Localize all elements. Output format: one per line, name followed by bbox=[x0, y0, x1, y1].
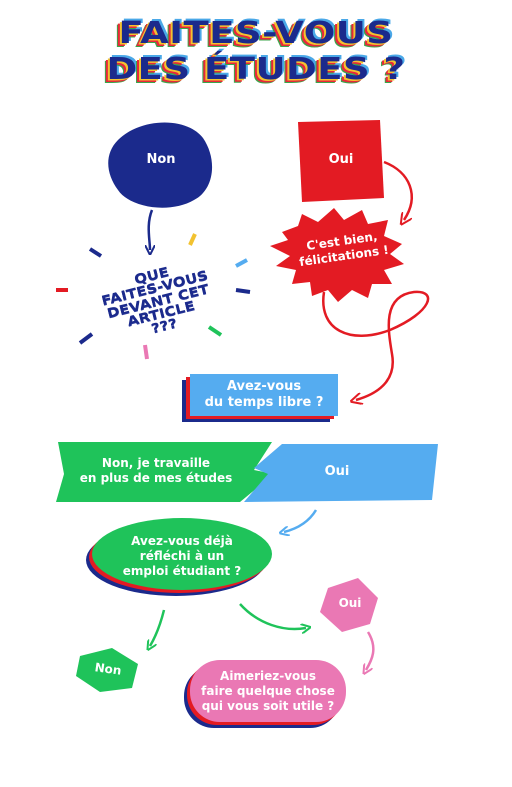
utile-line-1: Aimeriez-vous bbox=[220, 669, 316, 683]
emploi-line-2: réfléchi à un bbox=[139, 549, 225, 563]
arrow-emploi-to-non bbox=[150, 609, 166, 646]
emploi-text: Avez-vous déjà réfléchi à un emploi étud… bbox=[112, 534, 252, 579]
oui-middle-banner bbox=[244, 444, 438, 502]
utile-pill bbox=[190, 660, 346, 722]
travaille-line-2: en plus de mes études bbox=[79, 471, 233, 485]
emploi-line-1: Avez-vous déjà bbox=[131, 534, 233, 548]
travaille-parallelogram bbox=[56, 442, 274, 502]
oui-pink-hexagon bbox=[320, 578, 378, 632]
temps-libre-text: Avez-vous du temps libre ? bbox=[190, 379, 338, 412]
title-line-1: FAITES-VOUS bbox=[118, 14, 394, 51]
utile-line-3: qui vous soit utile ? bbox=[201, 699, 335, 713]
temps-libre-line-1: Avez-vous bbox=[226, 379, 302, 394]
arrow-non-to-question bbox=[149, 209, 152, 250]
oui-top-label: Oui bbox=[328, 152, 354, 167]
emploi-line-3: emploi étudiant ? bbox=[122, 564, 242, 578]
emploi-ellipse bbox=[92, 518, 272, 590]
dash-6 bbox=[78, 332, 94, 345]
felicitations-burst bbox=[270, 208, 404, 302]
utile-text: Aimeriez-vous faire quelque chose qui vo… bbox=[190, 669, 346, 714]
oui-top-square bbox=[298, 120, 384, 202]
dash-5 bbox=[235, 288, 251, 294]
utile-line-2: faire quelque chose bbox=[201, 684, 335, 698]
arrow-oui-to-utile bbox=[366, 631, 375, 670]
non-top-label: Non bbox=[146, 152, 176, 167]
arrow-felicitations-to-temps-libre bbox=[322, 290, 430, 400]
arrow-oui-to-emploi bbox=[284, 509, 318, 532]
arrow-emploi-to-oui bbox=[239, 603, 306, 629]
non-bottom-hexagon bbox=[76, 648, 138, 692]
travaille-line-1: Non, je travaille bbox=[101, 456, 211, 470]
non-top-blob bbox=[108, 122, 213, 208]
dash-8 bbox=[143, 344, 149, 360]
oui-middle-label: Oui bbox=[324, 464, 350, 479]
dash-1 bbox=[88, 247, 103, 258]
temps-libre-line-2: du temps libre ? bbox=[204, 395, 324, 411]
dash-3 bbox=[235, 258, 248, 268]
dash-2 bbox=[188, 233, 197, 246]
temps-libre-box bbox=[190, 374, 338, 416]
dash-7 bbox=[207, 325, 223, 337]
travaille-text: Non, je travaille en plus de mes études bbox=[66, 456, 246, 486]
oui-pink-label: Oui bbox=[338, 596, 362, 610]
title-line-2: DES ÉTUDES ? bbox=[106, 50, 406, 87]
arrow-oui-to-felicitations bbox=[383, 160, 413, 220]
